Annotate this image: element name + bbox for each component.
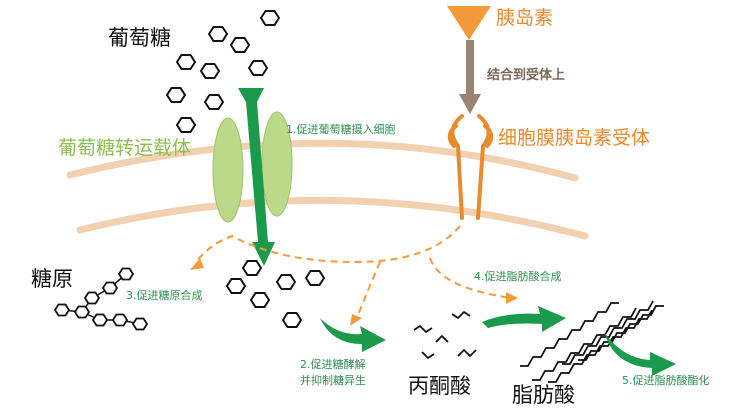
fatty-acid-label: 脂肪酸 xyxy=(512,383,575,407)
step-3-label: 3.促进糖原合成 xyxy=(126,289,203,302)
insulin-binding-arrow xyxy=(459,40,481,114)
pyruvate-molecules xyxy=(413,311,477,359)
glucose-label: 葡萄糖 xyxy=(108,26,171,50)
esterification-arrow xyxy=(604,332,676,376)
glucose-molecules-outside xyxy=(166,10,280,133)
insulin-label: 胰岛素 xyxy=(496,7,554,29)
insulin-triangle xyxy=(447,6,491,40)
glycogen-molecule xyxy=(54,267,148,331)
fatty-acid-synthesis-arrow xyxy=(482,306,566,332)
signal-paths xyxy=(195,225,513,321)
glycogen-label: 糖原 xyxy=(31,267,73,291)
glucose-transporter-label: 葡萄糖转运载体 xyxy=(58,137,192,159)
step-2-label-line2: 并抑制糖异生 xyxy=(300,374,366,387)
signal-arrowheads xyxy=(190,258,518,326)
fatty-acid-chains xyxy=(520,300,664,383)
cell-membrane xyxy=(66,139,589,240)
step-4-label: 4.促进脂肪酸合成 xyxy=(474,270,562,283)
insulin-receptor-label: 细胞膜胰岛素受体 xyxy=(498,127,651,149)
insulin-receptor xyxy=(447,114,494,220)
step-2-label-line1: 2.促进糖酵解 xyxy=(300,358,366,371)
bind-receptor-label: 结合到受体上 xyxy=(487,68,566,83)
glucose-entry-arrow xyxy=(238,88,275,266)
step-1-label: 1.促进葡萄糖摄入细胞 xyxy=(286,123,396,136)
step-5-label: 5.促进脂肪酸酯化 xyxy=(622,374,710,387)
pyruvate-label: 丙酮酸 xyxy=(408,374,471,398)
glycolysis-arrow xyxy=(320,318,386,352)
glucose-transporter xyxy=(212,111,293,223)
glucose-molecules-inside xyxy=(226,260,325,328)
